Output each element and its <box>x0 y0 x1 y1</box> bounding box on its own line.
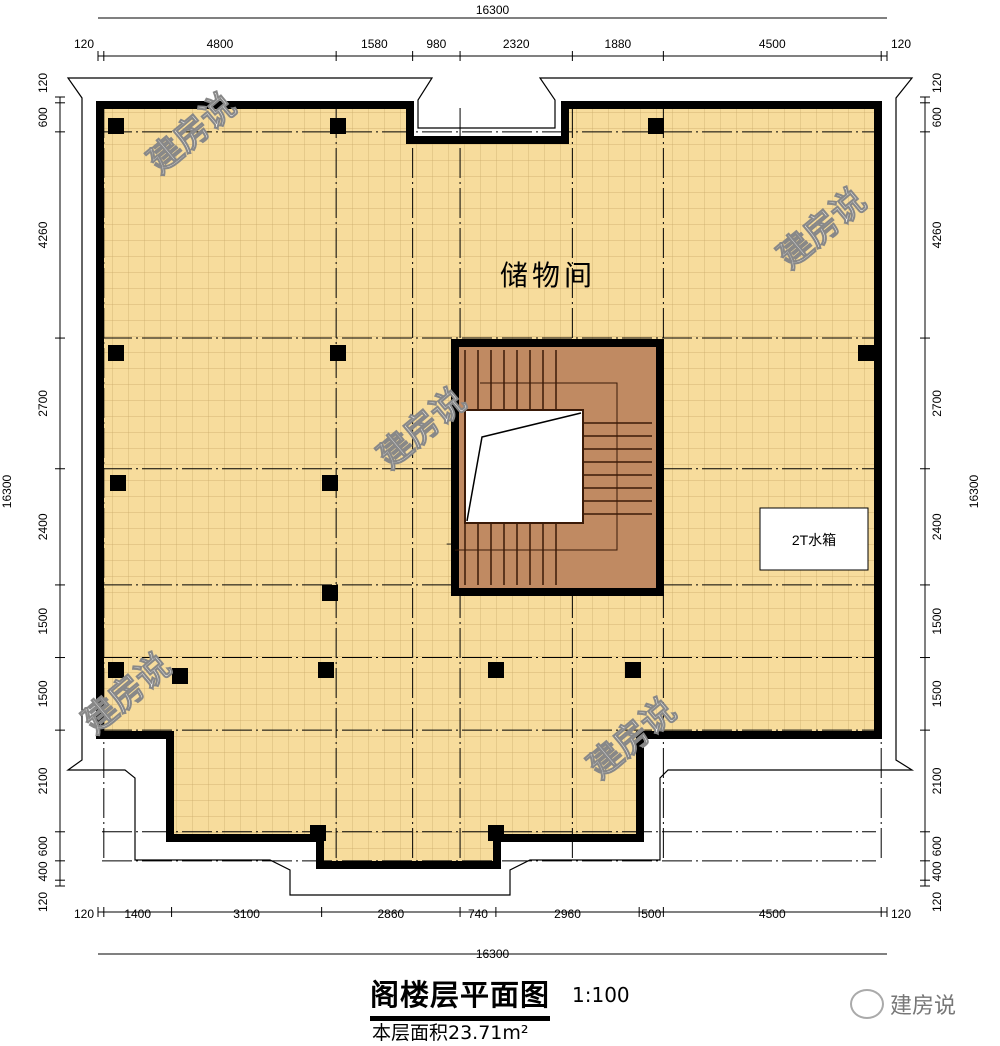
column <box>322 585 338 601</box>
dim-label: 120 <box>36 73 50 93</box>
dim-label: 4800 <box>207 37 234 51</box>
dim-label: 600 <box>36 107 50 127</box>
column <box>172 668 188 684</box>
dim-label: 2100 <box>930 767 944 794</box>
dim-label: 600 <box>930 107 944 127</box>
dim-label: 2700 <box>36 390 50 417</box>
dim-label: 980 <box>426 37 446 51</box>
column <box>488 825 504 841</box>
dim-label: 2860 <box>377 907 404 921</box>
dim-label: 1500 <box>36 608 50 635</box>
brand-logo: 建房说 <box>850 988 956 1020</box>
dim-label: 2960 <box>554 907 581 921</box>
dim-label: 120 <box>36 892 50 912</box>
column <box>625 662 641 678</box>
wechat-icon <box>850 989 884 1019</box>
dim-label: 4260 <box>930 221 944 248</box>
room-label-storage: 储物间 <box>500 259 596 292</box>
dim-label: 500 <box>641 907 661 921</box>
dim-label: 1500 <box>36 680 50 707</box>
dim-label: 1580 <box>361 37 388 51</box>
dimension-lines: 120 4800 1580 980 2320 1880 4500 120 16300 120 140… <box>0 3 981 961</box>
column <box>310 825 326 841</box>
dim-label: 400 <box>930 861 944 881</box>
column <box>108 345 124 361</box>
drawing-scale: 1:100 <box>572 983 630 1007</box>
column <box>330 345 346 361</box>
dim-label: 2400 <box>36 513 50 540</box>
dim-label: 400 <box>36 861 50 881</box>
dim-label: 2320 <box>503 37 530 51</box>
water-tank <box>759 507 869 571</box>
dim-label: 120 <box>74 37 94 51</box>
water-tank-label: 2T水箱 <box>792 532 836 548</box>
logo-text: 建房说 <box>890 994 957 1019</box>
dim-label: 1500 <box>930 608 944 635</box>
staircase <box>451 339 664 596</box>
column <box>108 118 124 134</box>
dim-label: 2100 <box>36 767 50 794</box>
dim-label: 120 <box>891 37 911 51</box>
dim-label: 2400 <box>930 513 944 540</box>
column <box>330 118 346 134</box>
column <box>858 345 874 361</box>
dim-label: 740 <box>468 907 488 921</box>
dim-label: 120 <box>74 907 94 921</box>
column <box>110 475 126 491</box>
column <box>648 118 664 134</box>
dim-label: 600 <box>36 836 50 856</box>
dim-label: 120 <box>891 907 911 921</box>
drawing-title: 阁楼层平面图 <box>370 972 551 1021</box>
dim-total-label: 16300 <box>476 3 510 17</box>
dim-label: 1880 <box>605 37 632 51</box>
dim-total-label: 16300 <box>967 474 981 508</box>
stair-down-label: 下 <box>446 542 458 556</box>
dim-total-label: 16300 <box>476 947 510 961</box>
roof-eaves-outline <box>66 77 915 896</box>
floor-area-note: 本层面积23.71m² <box>372 1022 529 1044</box>
column <box>322 475 338 491</box>
dim-label: 4500 <box>759 907 786 921</box>
dim-label: 120 <box>930 892 944 912</box>
dim-total-label: 16300 <box>0 474 14 508</box>
dim-label: 1500 <box>930 680 944 707</box>
dim-label: 2700 <box>930 390 944 417</box>
dim-label: 120 <box>930 73 944 93</box>
dim-label: 4260 <box>36 221 50 248</box>
column <box>108 662 124 678</box>
column <box>488 662 504 678</box>
columns <box>108 118 874 841</box>
dim-label: 600 <box>930 836 944 856</box>
dim-label: 3100 <box>233 907 260 921</box>
dim-label: 4500 <box>759 37 786 51</box>
dim-label: 1400 <box>124 907 151 921</box>
column <box>318 662 334 678</box>
